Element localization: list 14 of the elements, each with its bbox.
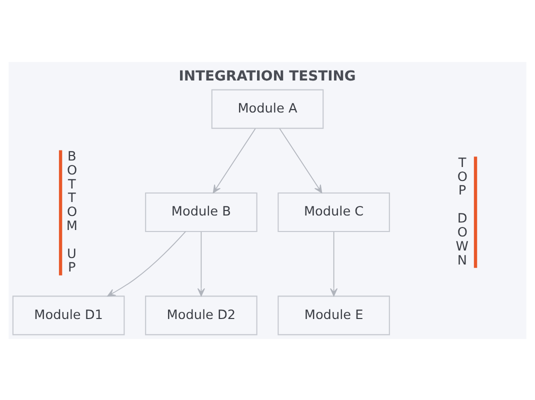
arrow [212,128,256,193]
label: BOTTOM UP [66,149,78,276]
node-box: Module A [211,88,324,128]
arrow [279,128,322,193]
node-box: Module D1 [12,295,125,335]
arrow [107,230,186,296]
arrow [330,230,338,296]
arrow [197,230,205,296]
node-box: Module B [145,192,258,232]
node-box: Module D2 [145,295,258,335]
label: TOP DOWN [456,155,468,268]
node-box: Module E [278,295,390,335]
diagram-title: INTEGRATION TESTING [178,68,356,84]
node-box: Module C [278,192,390,232]
